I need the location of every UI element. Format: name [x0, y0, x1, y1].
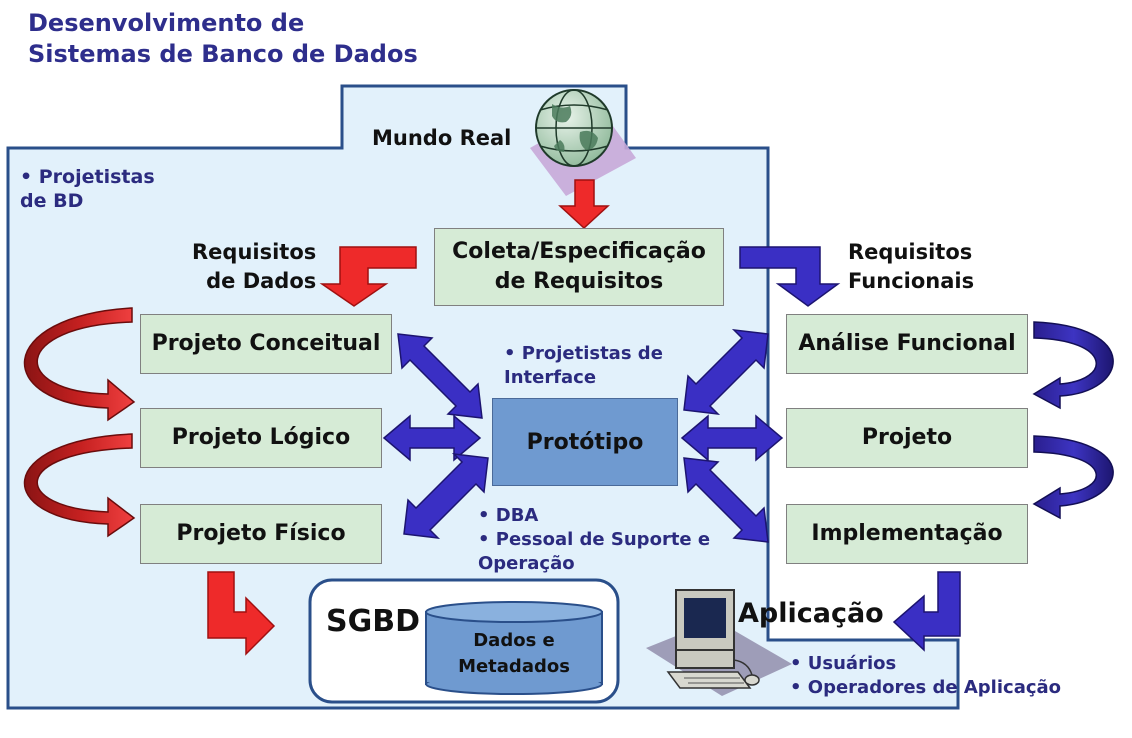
projeto-box: Projeto [786, 408, 1028, 468]
projetistas-bd-line1: • Projetistas [20, 166, 155, 188]
curve-arrow-logico-fisico [23, 433, 136, 538]
projeto-logico-box: Projeto Lógico [140, 408, 382, 468]
suporte-line1: • DBA [478, 505, 539, 526]
double-arrow-prototipo-analise [683, 329, 769, 415]
aplicacao-label: Aplicação [738, 598, 884, 629]
coleta-line1: Coleta/Especificação [452, 239, 706, 264]
dados-metadados-line1: Dados e [473, 630, 555, 651]
arrow-requisitos-dados [319, 246, 417, 307]
double-arrow-conceitual-prototipo [397, 333, 483, 419]
prototipo-box: Protótipo [492, 398, 678, 486]
arrow-mundo-to-coleta [558, 179, 610, 230]
page-title-line2: Sistemas de Banco de Dados [28, 40, 418, 68]
curve-arrow-projeto-implementacao [1032, 435, 1114, 520]
double-arrow-fisico-prototipo [403, 453, 489, 539]
page-title-line1: Desenvolvimento de [28, 9, 305, 37]
mundo-real-label: Mundo Real [372, 126, 512, 150]
dados-metadados-line2: Metadados [458, 656, 570, 677]
projetistas-bd-label: • Projetistas de BD [20, 165, 155, 213]
implementacao-box: Implementação [786, 504, 1028, 564]
computer-icon [646, 589, 792, 696]
projetistas-interface-label: • Projetistas de Interface [504, 342, 663, 390]
usuarios-line1: • Usuários [790, 653, 897, 674]
arrow-implementacao-to-aplicacao [892, 571, 961, 652]
usuarios-label: • Usuários • Operadores de Aplicação [790, 652, 1061, 700]
requisitos-dados-line2: de Dados [206, 269, 317, 293]
requisitos-funcionais-label: Requisitos Funcionais [848, 238, 974, 296]
arrow-requisitos-funcionais [739, 246, 841, 307]
arrow-fisico-to-sgbd [207, 571, 276, 656]
projetistas-interface-line1: • Projetistas de [504, 343, 663, 364]
projeto-fisico-box: Projeto Físico [140, 504, 382, 564]
double-arrow-prototipo-implementacao [683, 457, 769, 543]
usuarios-line2: • Operadores de Aplicação [790, 677, 1062, 698]
globe-icon [530, 89, 636, 196]
dados-metadados-label: Dados e Metadados [426, 628, 602, 680]
double-arrow-logico-prototipo [382, 414, 482, 462]
projetistas-bd-line2: de BD [20, 190, 84, 212]
coleta-line2: de Requisitos [494, 269, 664, 294]
suporte-line3: Operação [478, 553, 575, 574]
analise-funcional-box: Análise Funcional [786, 314, 1028, 374]
requisitos-funcionais-line2: Funcionais [848, 269, 975, 293]
curve-arrow-conceitual-logico [23, 307, 136, 422]
projetistas-interface-line2: Interface [504, 367, 597, 388]
requisitos-funcionais-line1: Requisitos [848, 240, 973, 264]
curve-arrow-analise-projeto [1032, 321, 1114, 410]
suporte-label: • DBA • Pessoal de Suporte e Operação [478, 504, 710, 576]
sgbd-label: SGBD [326, 604, 420, 639]
requisitos-dados-line1: Requisitos [192, 240, 317, 264]
database-cylinder-icon [425, 601, 603, 695]
projeto-conceitual-box: Projeto Conceitual [140, 314, 392, 374]
suporte-line2: • Pessoal de Suporte e [478, 529, 711, 550]
page-title: Desenvolvimento de Sistemas de Banco de … [28, 8, 418, 70]
requisitos-dados-label: Requisitos de Dados [192, 238, 316, 296]
coleta-requisitos-box: Coleta/Especificação de Requisitos [434, 228, 724, 306]
double-arrow-prototipo-projeto [680, 414, 784, 462]
